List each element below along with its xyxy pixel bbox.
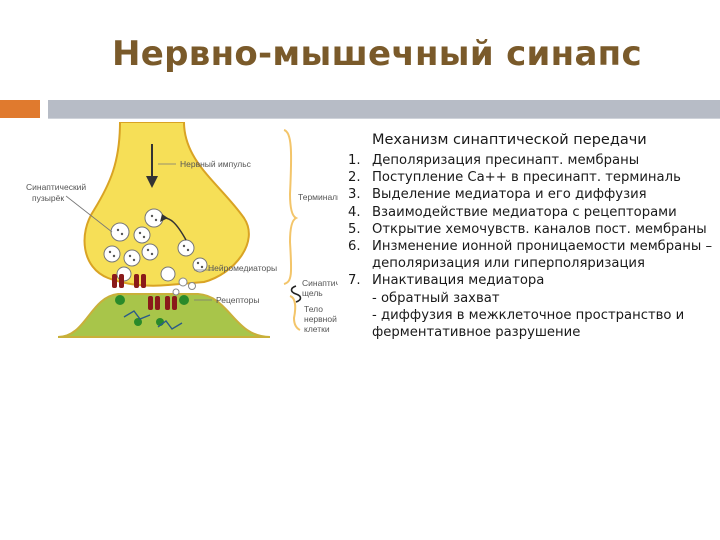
label-cell-body-2: нервной <box>304 314 337 324</box>
mechanism-panel: Механизм синаптической передачи 1.Деполя… <box>344 132 714 341</box>
label-synaptic-vesicle: Синаптический <box>26 182 86 192</box>
header-rule <box>48 118 720 119</box>
ion-channels <box>112 274 177 310</box>
label-terminal: Терминаль <box>298 192 338 202</box>
released-mediator <box>172 277 196 296</box>
list-item: 6.Инзменение ионной проницаемости мембра… <box>348 239 713 272</box>
sub-item: - обратный захват <box>372 290 500 306</box>
header-bar <box>48 100 720 118</box>
label-synaptic-vesicle-2: пузырёк <box>32 193 64 203</box>
label-neuromediators: Нейромедиаторы <box>208 263 277 273</box>
list-item: 4.Взаимодействие медиатора с рецепторами <box>348 204 677 220</box>
label-cell-body-3: клетки <box>304 324 330 334</box>
mechanism-steps: 1.Деполяризация пресинапт. мембраны 2.По… <box>344 152 714 290</box>
list-item: 1.Деполяризация пресинапт. мембраны <box>348 153 640 168</box>
label-synaptic-cleft-2: щель <box>302 288 323 298</box>
label-receptors: Рецепторы <box>216 295 260 305</box>
label-cell-body: Тело <box>304 304 323 314</box>
list-item: 5.Открытие хемочувств. каналов пост. мем… <box>348 221 707 237</box>
label-nerve-impulse: Нервный импульс <box>180 159 252 169</box>
mechanism-heading: Механизм синаптической передачи <box>372 132 647 148</box>
impulse-arrow <box>146 144 158 188</box>
list-item: 2.Поступление Ca++ в пресинапт. терминал… <box>348 170 681 186</box>
list-item: 7.Инактивация медиатора <box>348 273 545 289</box>
accent-bar <box>0 100 40 118</box>
presynaptic-terminal <box>83 122 250 287</box>
slide-title: Нервно-мышечный синапс <box>112 34 642 74</box>
postsynaptic-cell <box>57 293 271 338</box>
scale-bracket <box>283 129 301 331</box>
list-item: 3.Выделение медиатора и его диффузия <box>348 187 647 203</box>
sub-item: - диффузия в межклеточное пространство и… <box>372 307 685 341</box>
synapse-diagram: Нервный импульс Синаптический пузырёк Те… <box>26 122 338 338</box>
label-synaptic-cleft: Синаптическая <box>302 278 338 288</box>
